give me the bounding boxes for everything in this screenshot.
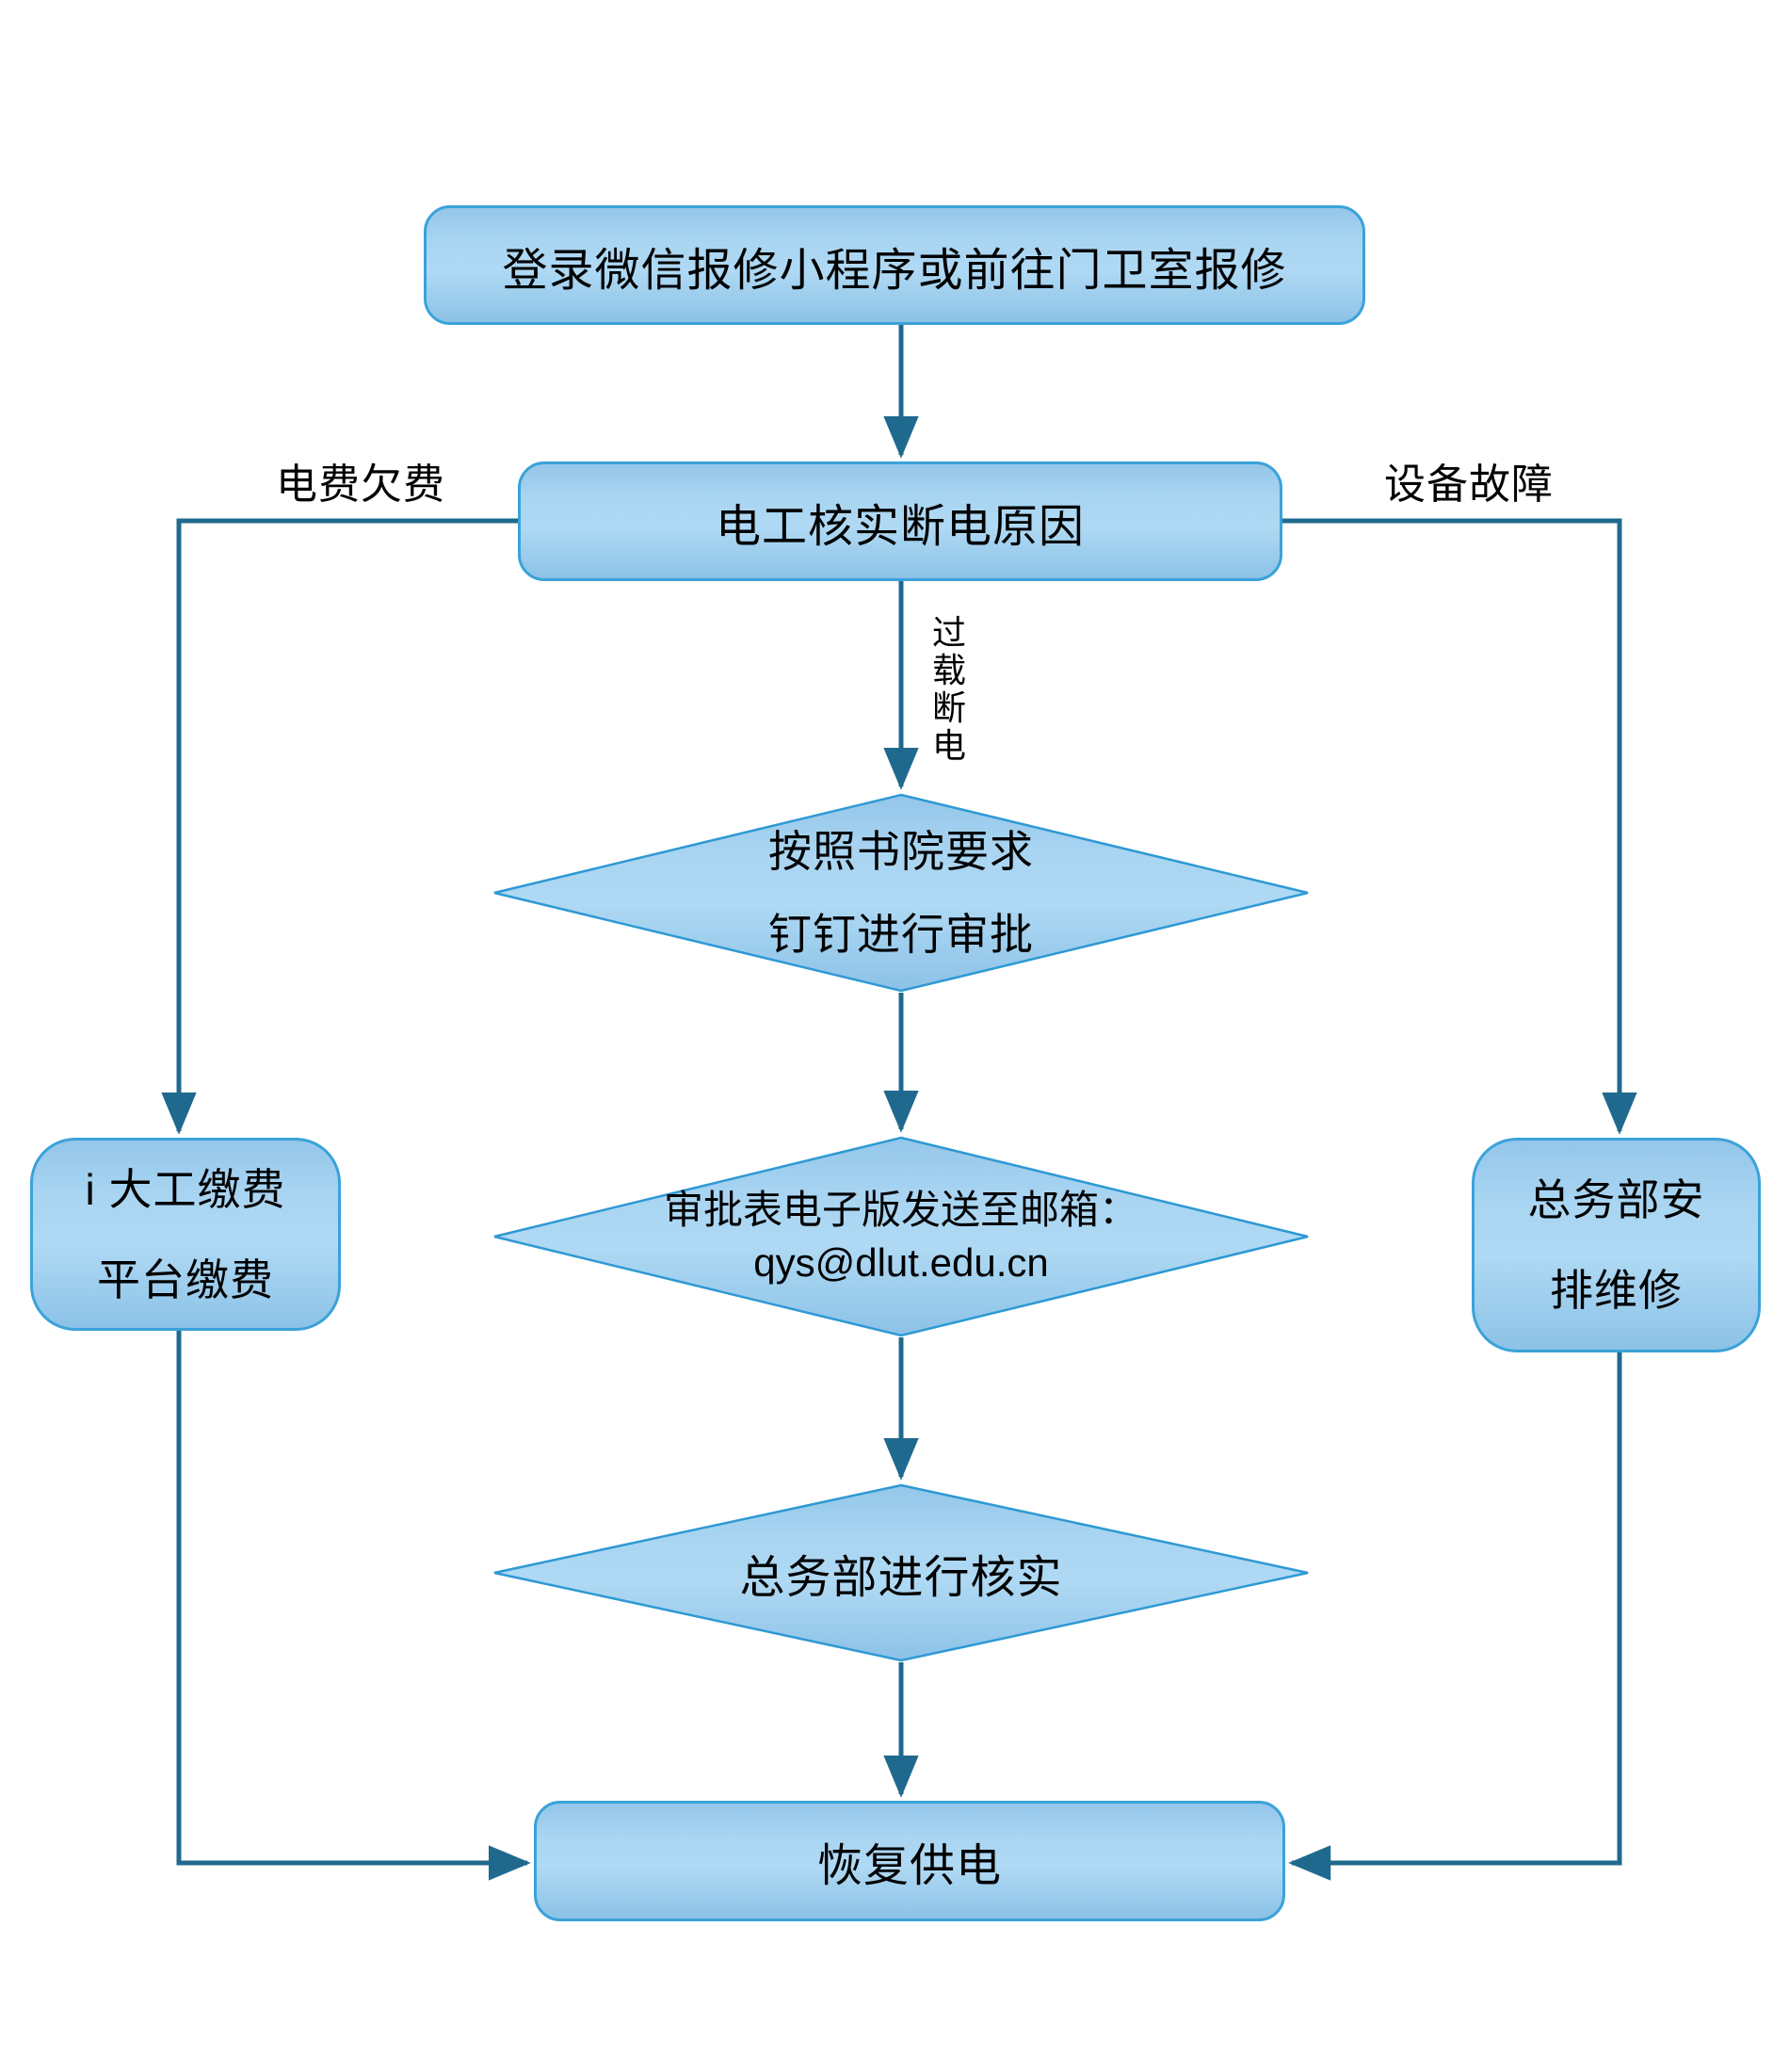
repair-node: 总务部安 排维修 — [1472, 1138, 1761, 1352]
pay-line-1: i 大工缴费 — [85, 1164, 286, 1214]
approval-line-1: 按照书院要求 — [768, 827, 1034, 876]
email-line-1: 审批表电子版发送至邮箱： — [663, 1188, 1138, 1232]
overload-label: 过载断电 — [931, 613, 966, 765]
repair-line-1: 总务部安 — [1527, 1175, 1705, 1224]
pay-line-2: 平台缴费 — [97, 1255, 274, 1304]
email-diamond: 审批表电子版发送至邮箱： qys@dlut.edu.cn — [492, 1136, 1310, 1337]
equipment-fault-label: 设备故障 — [1384, 461, 1554, 508]
verify-node: 电工核实断电原因 — [518, 461, 1282, 581]
check-diamond-label: 总务部进行核实 — [739, 1553, 1063, 1603]
email-address: qys@dlut.edu.cn — [753, 1240, 1049, 1285]
start-node: 登录微信报修小程序或前往门卫室报修 — [424, 205, 1365, 325]
fee-overdue-label: 电费欠费 — [276, 461, 445, 508]
edge-verify-pay — [161, 518, 518, 1135]
start-node-label: 登录微信报修小程序或前往门卫室报修 — [502, 245, 1287, 296]
check-diamond-shape — [493, 1483, 1309, 1662]
edge-pay-end — [176, 1331, 531, 1881]
check-diamond: 总务部进行核实 — [492, 1483, 1310, 1662]
edge-verify-repair — [1282, 518, 1637, 1135]
approval-diamond-shape — [493, 793, 1309, 993]
end-node: 恢复供电 — [534, 1801, 1285, 1921]
email-diamond-shape — [493, 1136, 1309, 1337]
verify-node-label: 电工核实断电原因 — [715, 501, 1085, 552]
pay-node: i 大工缴费 平台缴费 — [30, 1138, 341, 1331]
end-node-label: 恢复供电 — [816, 1841, 1002, 1891]
repair-line-2: 排维修 — [1550, 1266, 1683, 1315]
edge-repair-end — [1288, 1352, 1622, 1881]
approval-diamond: 按照书院要求 钉钉进行审批 — [492, 793, 1310, 993]
approval-line-2: 钉钉进行审批 — [768, 910, 1034, 959]
